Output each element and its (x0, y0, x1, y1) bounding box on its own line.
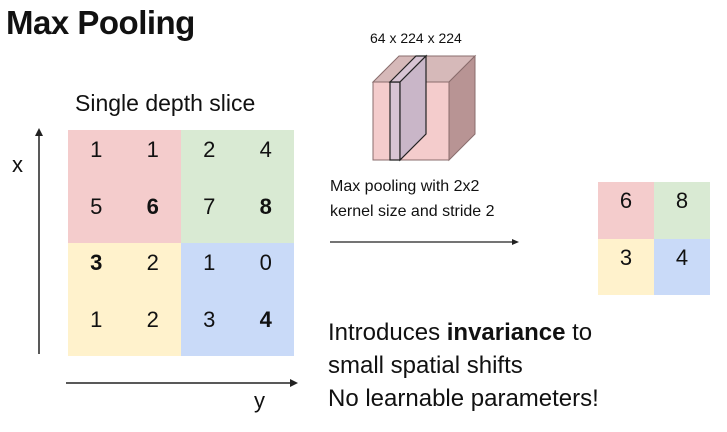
input-cell-r2c3: 7 (181, 186, 238, 243)
note-line-3: No learnable parameters! (328, 385, 599, 412)
pooling-arrowhead (512, 239, 519, 245)
note-1-bold: invariance (446, 319, 566, 346)
y-axis-arrowhead (290, 379, 298, 387)
input-cell-r3c3: 1 (181, 243, 238, 300)
y-axis-label: y (254, 388, 265, 413)
input-cell-r1c3: 2 (181, 130, 238, 187)
output-cell-r2c2: 4 (654, 238, 710, 295)
depth-slice-label: Single depth slice (75, 90, 256, 116)
input-cell-r4c3: 3 (181, 299, 238, 356)
input-cell-r3c1: 3 (68, 243, 125, 300)
input-cell-r2c2: 6 (124, 186, 181, 243)
input-cell-r1c4: 4 (237, 130, 294, 187)
input-cell-r1c2: 1 (124, 130, 181, 187)
input-cell-r2c1: 5 (68, 186, 125, 243)
slide-title: Max Pooling (6, 4, 195, 41)
description-line-2: kernel size and stride 2 (330, 203, 495, 220)
input-cell-r1c1: 1 (68, 130, 125, 187)
input-cell-r4c4: 4 (237, 299, 294, 356)
note-1-pre: Introduces (328, 319, 447, 346)
cube-slice-side (399, 54, 427, 162)
output-cell-r1c1: 6 (598, 182, 654, 239)
input-cell-r3c2: 2 (124, 243, 181, 300)
x-axis-arrowhead (35, 128, 43, 136)
cube-slice-front (389, 81, 401, 161)
description-line-1: Max pooling with 2x2 (330, 178, 480, 195)
note-1-post: to (565, 319, 593, 346)
input-cell-r4c2: 2 (124, 299, 181, 356)
output-cell-r1c2: 8 (654, 182, 710, 239)
pooling-description: Max pooling with 2x2 kernel size and str… (330, 174, 495, 224)
volume-dimensions-label: 64 x 224 x 224 (370, 30, 462, 46)
notes: Introduces invariance to small spatial s… (328, 316, 599, 415)
output-cell-r2c1: 3 (598, 238, 654, 295)
note-line-2: small spatial shifts (328, 352, 523, 379)
input-cell-r3c4: 0 (237, 243, 294, 300)
input-cell-r4c1: 1 (68, 299, 125, 356)
x-axis-label: x (12, 152, 23, 177)
note-line-1: Introduces invariance to (328, 316, 599, 349)
input-cell-r2c4: 8 (237, 186, 294, 243)
